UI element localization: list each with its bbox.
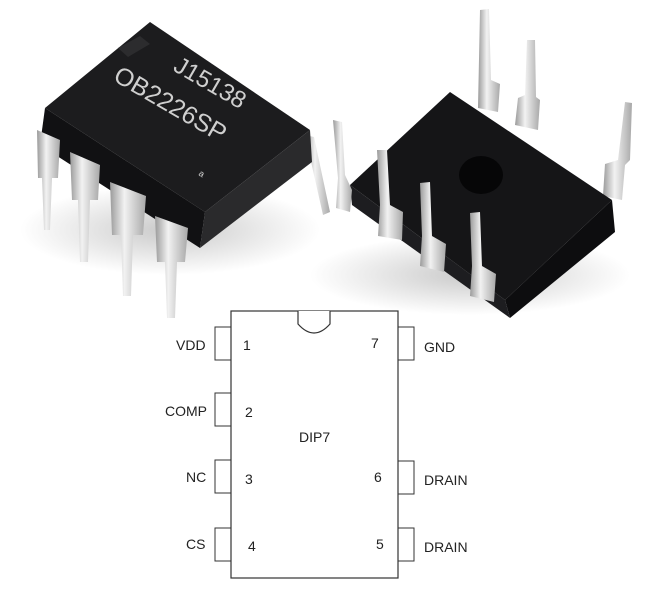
pin-tab-5 <box>397 527 415 562</box>
pin-label-nc: NC <box>186 469 207 485</box>
pin-tab-3 <box>214 459 232 494</box>
pin-number-1: 1 <box>243 337 251 353</box>
pin-number-2: 2 <box>245 404 253 420</box>
pin-label-gnd: GND <box>424 339 456 355</box>
pin-number-4: 4 <box>248 538 256 554</box>
pin-label-cs: CS <box>186 536 206 552</box>
pin-number-3: 3 <box>245 471 253 487</box>
chip-left-photo: J15138 OB2226SP a <box>20 22 330 318</box>
pin-label-drain-5: DRAIN <box>424 539 468 555</box>
pin-number-7: 7 <box>371 335 379 351</box>
pin-tab-1 <box>214 326 232 361</box>
chip-left-leads <box>37 130 188 318</box>
pin-number-5: 5 <box>376 536 384 552</box>
pin-tab-4 <box>214 527 232 562</box>
pin-label-vdd: VDD <box>176 337 206 353</box>
pin-tab-2 <box>214 392 232 427</box>
pin-label-comp: COMP <box>165 403 207 419</box>
chip-right-leads <box>333 120 496 302</box>
package-label: DIP7 <box>299 429 331 445</box>
pin1-dimple <box>459 156 503 194</box>
chip-photos: J15138 OB2226SP a <box>20 9 632 318</box>
chip-right-photo <box>310 9 632 318</box>
pin-tab-7 <box>397 326 415 361</box>
pin-label-drain-6: DRAIN <box>424 472 468 488</box>
pin-number-6: 6 <box>374 469 382 485</box>
pin-tab-6 <box>397 460 415 495</box>
chip-logo-mark: a <box>197 168 206 179</box>
